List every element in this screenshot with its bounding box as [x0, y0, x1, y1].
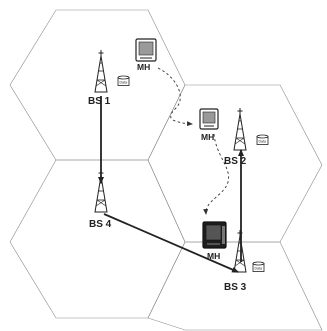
mobile-device-icon [200, 109, 218, 129]
database-icon: Data [257, 135, 268, 145]
movement-path-1 [158, 68, 192, 124]
mh-label: MH [201, 132, 214, 142]
base-station-3: BS 3 Data [224, 230, 264, 293]
antenna-tower-icon [234, 230, 246, 272]
antenna-tower-icon [95, 170, 107, 212]
database-label: Data [120, 81, 127, 85]
antenna-tower-icon [95, 50, 107, 92]
cell-4 [10, 160, 185, 318]
database-icon: Data [253, 262, 264, 272]
cells [10, 10, 322, 330]
bs-label: BS 2 [224, 156, 247, 167]
database-icon: Data [118, 76, 129, 86]
mobile-device-icon [203, 222, 226, 248]
bs-label: BS 3 [224, 282, 247, 293]
bs-label: BS 4 [89, 219, 112, 230]
mobile-host-2: MH [200, 109, 218, 142]
database-label: Data [255, 267, 262, 271]
database-label: Data [259, 140, 266, 144]
mobile-host-3: MH [203, 222, 226, 261]
movement-path-2 [206, 134, 229, 214]
antenna-tower-icon [234, 108, 246, 150]
base-station-2: BS 2 Data [224, 108, 268, 167]
bs-label: BS 1 [88, 96, 111, 107]
mobile-device-icon [136, 39, 156, 61]
movement-paths [158, 68, 229, 214]
base-station-1: BS 1 Data [88, 50, 129, 107]
base-station-4: BS 4 [89, 170, 112, 230]
mh-label: MH [137, 62, 150, 72]
mobile-host-1: MH [136, 39, 156, 72]
mh-label: MH [207, 251, 220, 261]
